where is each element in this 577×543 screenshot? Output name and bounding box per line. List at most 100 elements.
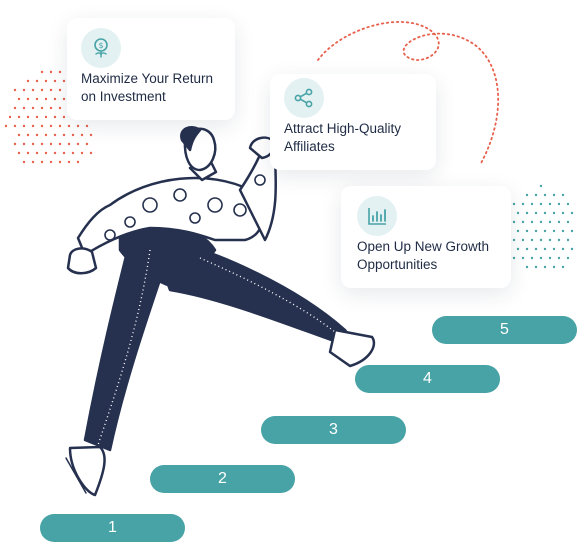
decor-dot	[53, 133, 57, 137]
decor-dot	[22, 106, 26, 110]
decor-dot	[26, 133, 30, 137]
decor-dot	[525, 193, 529, 197]
decor-dot	[71, 151, 75, 155]
decor-dot	[13, 106, 17, 110]
decor-dot	[543, 211, 547, 215]
coral-swirl-line	[317, 21, 500, 166]
decor-dot	[552, 211, 556, 215]
decor-dot	[539, 220, 543, 224]
decor-dot	[543, 247, 547, 251]
decor-dot	[13, 88, 17, 92]
sweater-pattern	[104, 174, 266, 241]
decor-dot	[539, 238, 543, 242]
decor-dot	[566, 256, 570, 260]
dollar-plant-icon: $	[94, 38, 108, 58]
decor-dot	[22, 88, 26, 92]
decor-dot	[552, 265, 556, 269]
decor-dot	[521, 220, 525, 224]
decor-dot	[530, 256, 534, 260]
decor-dot	[44, 133, 48, 137]
decor-dot	[530, 202, 534, 206]
decor-dot	[534, 265, 538, 269]
decor-dot	[67, 160, 71, 164]
decor-dot	[561, 193, 565, 197]
icon-circle	[357, 196, 397, 236]
decor-dot	[26, 115, 30, 119]
decor-dot	[80, 151, 84, 155]
decor-dot	[49, 124, 53, 128]
decor-dot	[89, 151, 93, 155]
decor-dot	[561, 247, 565, 251]
decor-dot	[512, 238, 516, 242]
decor-dot	[44, 151, 48, 155]
decor-dot	[557, 256, 561, 260]
decor-dot	[512, 202, 516, 206]
benefit-card-roi: $ Maximize Your Return on Investment	[67, 18, 235, 120]
decor-dot	[40, 124, 44, 128]
svg-text:$: $	[98, 41, 103, 50]
decor-dot	[534, 229, 538, 233]
decor-dot	[548, 220, 552, 224]
decor-dot	[58, 124, 62, 128]
decor-dot	[548, 202, 552, 206]
decor-dot	[561, 229, 565, 233]
decor-dot	[85, 124, 89, 128]
decor-dot	[543, 193, 547, 197]
decor-dot	[40, 142, 44, 146]
icon-circle: $	[81, 28, 121, 68]
decor-dot	[58, 70, 62, 74]
decor-dot	[62, 133, 66, 137]
step-4: 4	[355, 365, 500, 393]
decor-dot	[525, 247, 529, 251]
decor-dot	[53, 115, 57, 119]
teal-dot-pattern	[503, 184, 574, 269]
decor-dot	[62, 151, 66, 155]
decor-dot	[552, 247, 556, 251]
decor-dot	[534, 247, 538, 251]
decor-dot	[53, 97, 57, 101]
decor-dot	[548, 256, 552, 260]
decor-dot	[71, 133, 75, 137]
decor-dot	[40, 160, 44, 164]
decor-dot	[35, 151, 39, 155]
decor-dot	[40, 88, 44, 92]
decor-dot	[521, 202, 525, 206]
decor-dot	[525, 265, 529, 269]
decor-dot	[17, 133, 21, 137]
decor-dot	[62, 115, 66, 119]
decor-dot	[561, 211, 565, 215]
decor-dot	[53, 79, 57, 83]
decor-dot	[539, 184, 543, 188]
decor-dot	[516, 229, 520, 233]
decor-dot	[557, 202, 561, 206]
benefit-card-affiliates: Attract High-Quality Affiliates	[270, 74, 436, 170]
decor-dot	[85, 142, 89, 146]
decor-dot	[534, 193, 538, 197]
decor-dot	[570, 247, 574, 251]
decor-dot	[13, 142, 17, 146]
decor-dot	[566, 238, 570, 242]
decor-dot	[539, 202, 543, 206]
decor-dot	[543, 265, 547, 269]
decor-dot	[516, 247, 520, 251]
decor-dot	[552, 193, 556, 197]
decor-dot	[17, 97, 21, 101]
step-2: 2	[150, 465, 295, 493]
decor-dot	[58, 88, 62, 92]
decor-dot	[40, 106, 44, 110]
decor-dot	[26, 79, 30, 83]
decor-dot	[49, 88, 53, 92]
decor-dot	[44, 115, 48, 119]
decor-dot	[566, 202, 570, 206]
decor-dot	[521, 256, 525, 260]
decor-dot	[62, 97, 66, 101]
decor-dot	[76, 142, 80, 146]
decor-dot	[58, 106, 62, 110]
decor-dot	[49, 70, 53, 74]
decor-dot	[31, 142, 35, 146]
decor-dot	[67, 142, 71, 146]
decor-dot	[570, 229, 574, 233]
decor-dot	[76, 160, 80, 164]
